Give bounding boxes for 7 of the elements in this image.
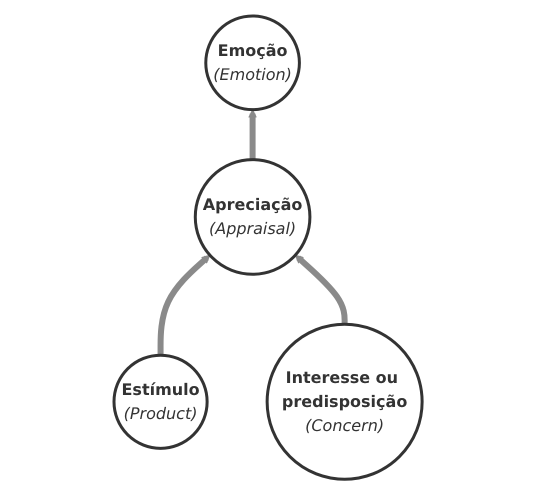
arrow	[158, 254, 210, 356]
node-circle: Emoção (Emotion)	[204, 14, 301, 111]
arrow	[248, 109, 257, 160]
arrow	[294, 254, 348, 324]
node-circle: Estímulo (Product)	[112, 354, 209, 450]
node-circle: Apreciação (Appraisal)	[194, 158, 312, 276]
node-circle: Interesse ou predisposição (Concern)	[266, 322, 424, 481]
